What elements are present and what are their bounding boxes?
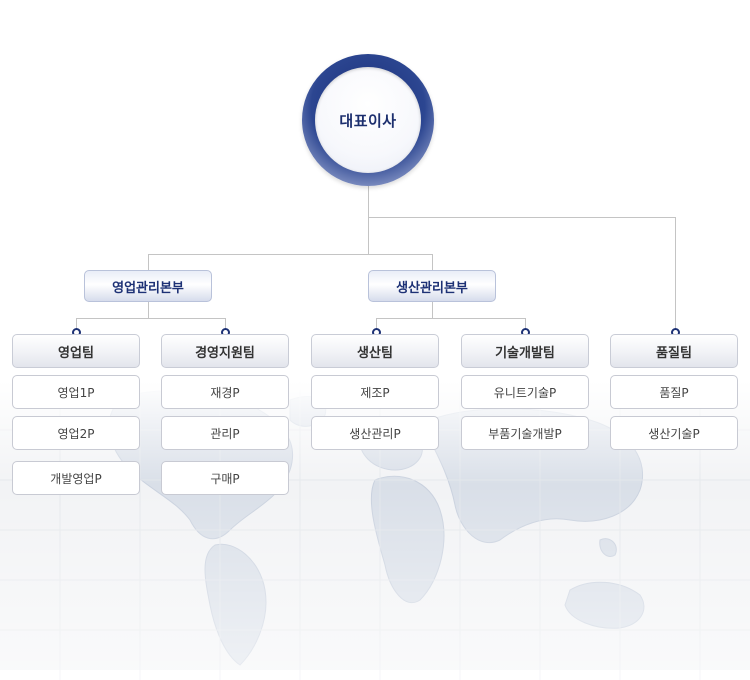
team-label: 영업팀 (58, 345, 94, 361)
division-label: 영업관리본부 (112, 280, 184, 296)
unit-box: 개발영업P (12, 461, 140, 495)
unit-label: 부품기술개발P (488, 426, 562, 441)
ceo-node: 대표이사 (302, 54, 434, 186)
team-management-support: 경영지원팀 (161, 334, 289, 368)
team-tech-development: 기술개발팀 (461, 334, 589, 368)
unit-label: 품질P (659, 385, 689, 400)
unit-label: 생산관리P (349, 426, 401, 441)
unit-label: 관리P (210, 426, 240, 441)
unit-box: 생산관리P (311, 416, 439, 450)
unit-box: 영업1P (12, 375, 140, 409)
division-sales-management: 영업관리본부 (84, 270, 212, 302)
division-label: 생산관리본부 (396, 280, 468, 296)
unit-box: 품질P (610, 375, 738, 409)
unit-box: 영업2P (12, 416, 140, 450)
unit-label: 재경P (210, 385, 240, 400)
unit-box: 구매P (161, 461, 289, 495)
team-label: 경영지원팀 (195, 345, 255, 361)
unit-box: 생산기술P (610, 416, 738, 450)
team-label: 품질팀 (656, 345, 692, 361)
ceo-node-inner: 대표이사 (315, 67, 421, 173)
unit-box: 관리P (161, 416, 289, 450)
unit-box: 재경P (161, 375, 289, 409)
unit-label: 유니트기술P (493, 385, 557, 400)
unit-label: 구매P (210, 471, 240, 486)
team-label: 기술개발팀 (495, 345, 555, 361)
team-quality: 품질팀 (610, 334, 738, 368)
division-production-management: 생산관리본부 (368, 270, 496, 302)
team-production: 생산팀 (311, 334, 439, 368)
ceo-label: 대표이사 (339, 111, 397, 130)
unit-label: 영업1P (57, 385, 95, 400)
unit-label: 제조P (360, 385, 390, 400)
unit-label: 생산기술P (648, 426, 700, 441)
team-sales: 영업팀 (12, 334, 140, 368)
team-label: 생산팀 (357, 345, 393, 361)
unit-box: 유니트기술P (461, 375, 589, 409)
unit-label: 영업2P (57, 426, 95, 441)
unit-box: 제조P (311, 375, 439, 409)
unit-box: 부품기술개발P (461, 416, 589, 450)
unit-label: 개발영업P (50, 471, 102, 486)
